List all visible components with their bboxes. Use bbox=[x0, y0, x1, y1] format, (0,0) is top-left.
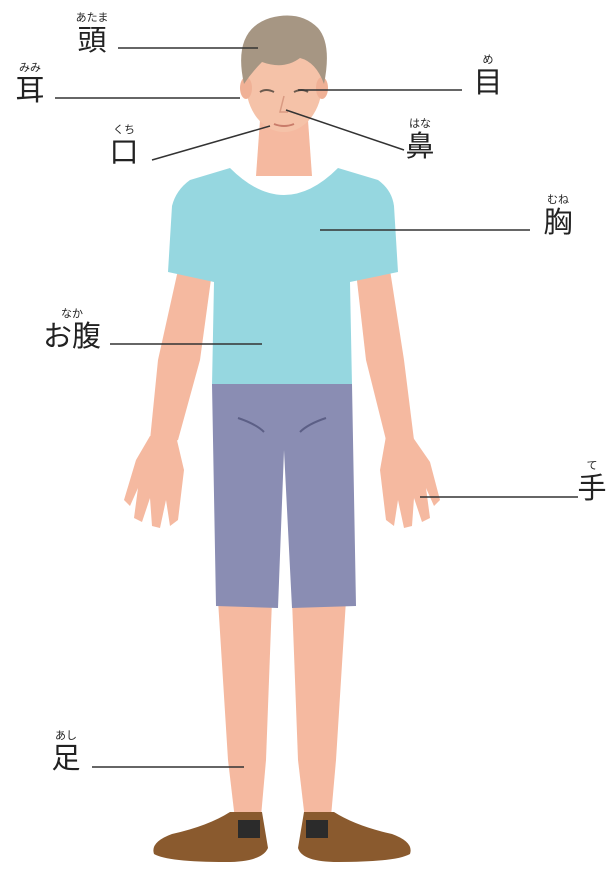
left-leg bbox=[218, 600, 272, 828]
label-hand-reading: て bbox=[574, 460, 610, 471]
left-shoe-strap bbox=[238, 820, 260, 838]
label-stomach: なか お腹 bbox=[36, 308, 108, 351]
label-chest-kanji: 胸 bbox=[532, 208, 584, 237]
label-chest: むね 胸 bbox=[532, 194, 584, 237]
label-stomach-reading: なか bbox=[36, 308, 108, 319]
label-eye-kanji: 目 bbox=[466, 68, 510, 97]
label-eye-reading: め bbox=[466, 54, 510, 65]
label-mouth-reading: くち bbox=[100, 124, 148, 135]
label-nose: はな 鼻 bbox=[396, 118, 444, 161]
label-stomach-kanji: お腹 bbox=[36, 322, 108, 351]
label-eye: め 目 bbox=[466, 54, 510, 97]
left-arm bbox=[150, 270, 212, 448]
label-foot-kanji: 足 bbox=[44, 744, 88, 773]
label-foot: あし 足 bbox=[44, 730, 88, 773]
label-nose-kanji: 鼻 bbox=[396, 132, 444, 161]
right-leg bbox=[292, 600, 346, 828]
label-head-reading: あたま bbox=[64, 12, 120, 23]
label-hand: て 手 bbox=[574, 460, 610, 503]
label-ear-kanji: 耳 bbox=[8, 76, 52, 105]
label-hand-kanji: 手 bbox=[574, 474, 610, 503]
label-foot-reading: あし bbox=[44, 730, 88, 741]
right-shoe-strap bbox=[306, 820, 328, 838]
t-shirt bbox=[168, 168, 398, 386]
label-nose-reading: はな bbox=[396, 118, 444, 129]
shorts bbox=[212, 384, 356, 608]
left-hand bbox=[124, 436, 184, 528]
right-ear bbox=[316, 77, 328, 99]
right-hand bbox=[380, 436, 440, 528]
label-chest-reading: むね bbox=[532, 194, 584, 205]
label-ear: みみ 耳 bbox=[8, 62, 52, 105]
label-ear-reading: みみ bbox=[8, 62, 52, 73]
right-arm bbox=[356, 270, 414, 448]
label-head: あたま 頭 bbox=[64, 12, 120, 55]
label-head-kanji: 頭 bbox=[64, 26, 120, 55]
label-mouth-kanji: 口 bbox=[100, 138, 148, 167]
label-mouth: くち 口 bbox=[100, 124, 148, 167]
